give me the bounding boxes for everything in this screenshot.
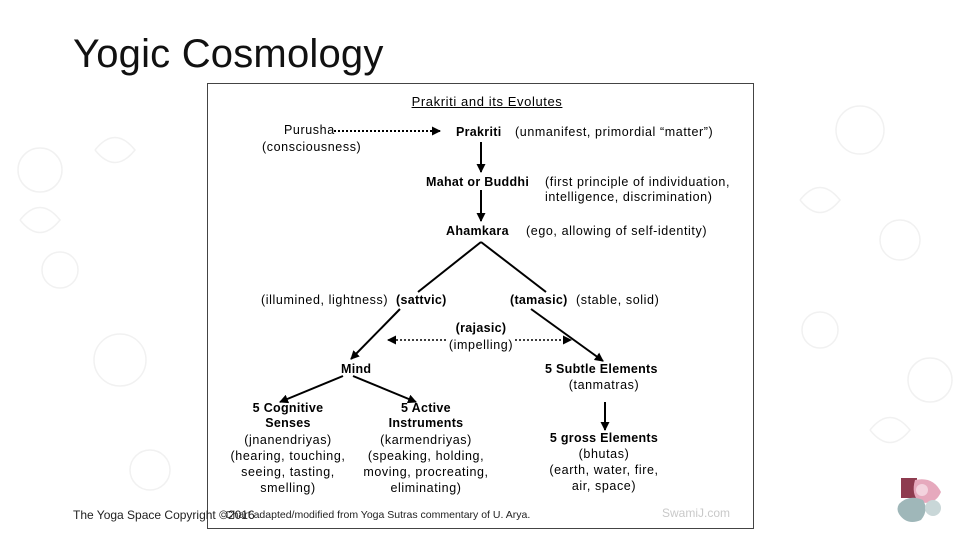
purusha-sub: (consciousness) [262, 140, 362, 154]
copyright-footer: The Yoga Space Copyright ©2016 [73, 508, 255, 522]
gross-elements-line-4: air, space) [571, 479, 637, 493]
rajasic-sub: (impelling) [448, 338, 514, 352]
mind-label: Mind [341, 362, 372, 376]
mahat-desc-2: intelligence, discrimination) [545, 190, 713, 204]
sattvic-prefix: (illumined, lightness) [261, 293, 389, 307]
purusha-label: Purusha [284, 123, 335, 137]
rajasic-label: (rajasic) [455, 321, 507, 335]
active-instruments-line-1: 5 Active [401, 401, 451, 415]
slide-title: Yogic Cosmology [73, 32, 384, 76]
subtle-elements-label: 5 Subtle Elements [545, 362, 658, 376]
cognitive-senses-line-3: (jnanendriyas) [244, 433, 332, 447]
cognitive-senses-line-6: smelling) [260, 481, 316, 495]
ahamkara-sattvic-line [417, 241, 482, 293]
active-instruments-line-2: Instruments [388, 416, 464, 430]
sattvic-mind-arrow [350, 308, 401, 360]
gross-elements-line-3: (earth, water, fire, [549, 463, 659, 477]
diagram-connectors [279, 126, 610, 431]
yoga-space-logo [897, 478, 941, 522]
diagram-heading: Prakriti and its Evolutes [411, 94, 563, 109]
source-watermark: SwamiJ.com [662, 506, 731, 520]
gross-elements-line-1: 5 gross Elements [549, 431, 659, 445]
active-instruments-line-4: (speaking, holding, [367, 449, 485, 463]
tamasic-subtle-arrow [530, 308, 604, 362]
active-instruments-line-5: moving, procreating, [363, 465, 489, 479]
ahamkara-desc: (ego, allowing of self-identity) [526, 224, 708, 238]
mind-active-arrow [352, 375, 417, 404]
sattvic-label: (sattvic) [396, 293, 447, 307]
mind-cognitive-arrow [279, 375, 344, 404]
tamasic-suffix: (stable, solid) [576, 293, 660, 307]
cognitive-senses-line-2: Senses [265, 416, 311, 430]
prakriti-desc: (unmanifest, primordial “matter”) [515, 125, 714, 139]
ahamkara-tamasic-line [480, 241, 547, 293]
prakriti-label: Prakriti [456, 125, 502, 139]
cognitive-senses-line-4: (hearing, touching, [230, 449, 346, 463]
mahat-desc-1: (first principle of individuation, [545, 175, 731, 189]
subtle-elements-sub: (tanmatras) [568, 378, 640, 392]
chart-credit: Chart adapted/modified from Yoga Sutras … [225, 509, 531, 521]
active-instruments-line-3: (karmendriyas) [380, 433, 472, 447]
cognitive-senses-line-1: 5 Cognitive [252, 401, 324, 415]
cosmology-diagram: Prakriti and its Evolutes Purusha (consc… [207, 83, 754, 529]
active-instruments-line-6: eliminating) [390, 481, 462, 495]
ahamkara-label: Ahamkara [446, 224, 509, 238]
mahat-label: Mahat or Buddhi [426, 175, 530, 189]
gross-elements-line-2: (bhutas) [578, 447, 630, 461]
tamasic-label: (tamasic) [510, 293, 568, 307]
cognitive-senses-line-5: seeing, tasting, [241, 465, 335, 479]
